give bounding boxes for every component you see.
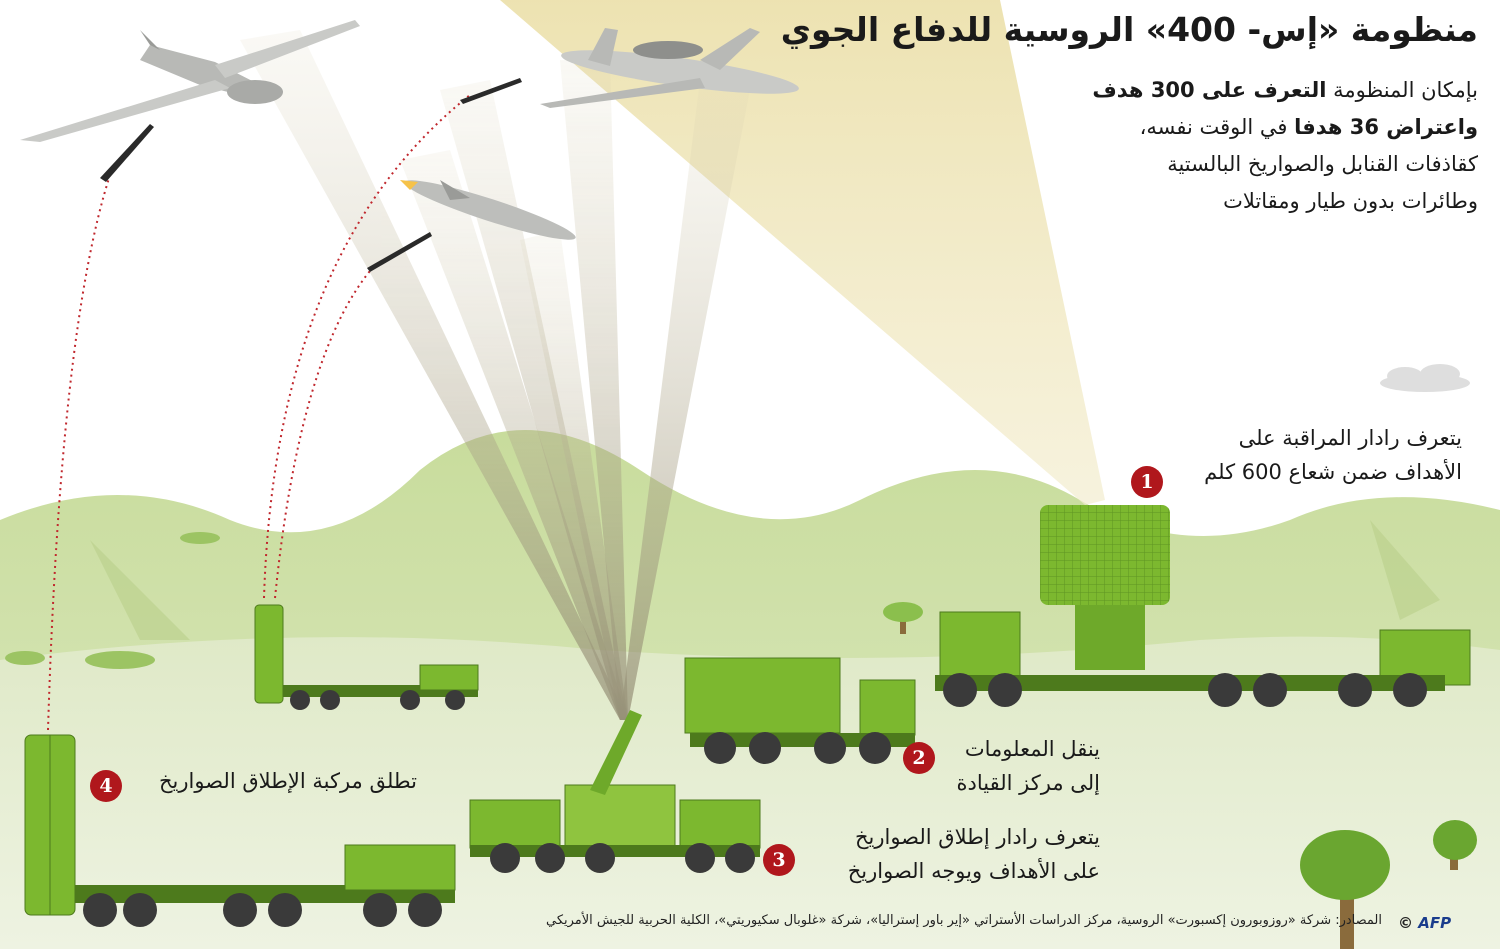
- step-1-badge: 1: [1131, 466, 1163, 498]
- cloud-icon: [1380, 364, 1470, 392]
- step-3-caption: يتعرف رادار إطلاق الصواريخ على الأهداف و…: [847, 825, 1100, 883]
- cruise-missile-icon: [400, 180, 576, 240]
- tree-icon: [5, 532, 1477, 949]
- intro-line-4: وطائرات بدون طيار ومقاتلات: [1223, 189, 1478, 213]
- step-1-caption: يتعرف رادار المراقبة على الأهداف ضمن شعا…: [1204, 426, 1462, 484]
- page-title: منظومة «إس- 400» الروسية للدفاع الجوي: [780, 10, 1478, 49]
- source-note: المصادر: شركة «روزوبورون إكسبورت» الروسي…: [546, 913, 1382, 928]
- surveillance-radar-beam: [500, 0, 1105, 505]
- engagement-radar-rays: [240, 30, 750, 720]
- launcher-truck-icon: [254, 604, 479, 710]
- drone-icon: [20, 20, 360, 142]
- surveillance-radar-truck-icon: [935, 505, 1471, 707]
- command-post-truck-icon: [684, 657, 916, 764]
- engagement-radar-truck-icon: [469, 710, 761, 873]
- afp-credit: © AFP: [1398, 914, 1452, 932]
- intro-line-3: كقاذفات القنابل والصواريخ البالستية: [1167, 152, 1478, 176]
- intro-line-1: بإمكان المنظومة التعرف على 300 هدف: [1092, 78, 1478, 102]
- step-2-caption: ينقل المعلومات إلى مركز القيادة: [956, 737, 1100, 795]
- step-4-badge: 4: [90, 770, 122, 802]
- awacs-plane-icon: [540, 28, 799, 108]
- step-4-caption: تطلق مركبة الإطلاق الصواريخ: [158, 769, 417, 793]
- intro-line-2: واعتراض 36 هدفا في الوقت نفسه،: [1139, 115, 1478, 139]
- intro-text: بإمكان المنظومة التعرف على 300 هدف واعتر…: [1092, 72, 1478, 220]
- afp-logo: AFP: [1418, 914, 1452, 932]
- step-3-badge: 3: [763, 844, 795, 876]
- launcher-truck-icon: [24, 734, 456, 927]
- interceptor-missile-icon: [100, 78, 522, 272]
- step-2-badge: 2: [903, 742, 935, 774]
